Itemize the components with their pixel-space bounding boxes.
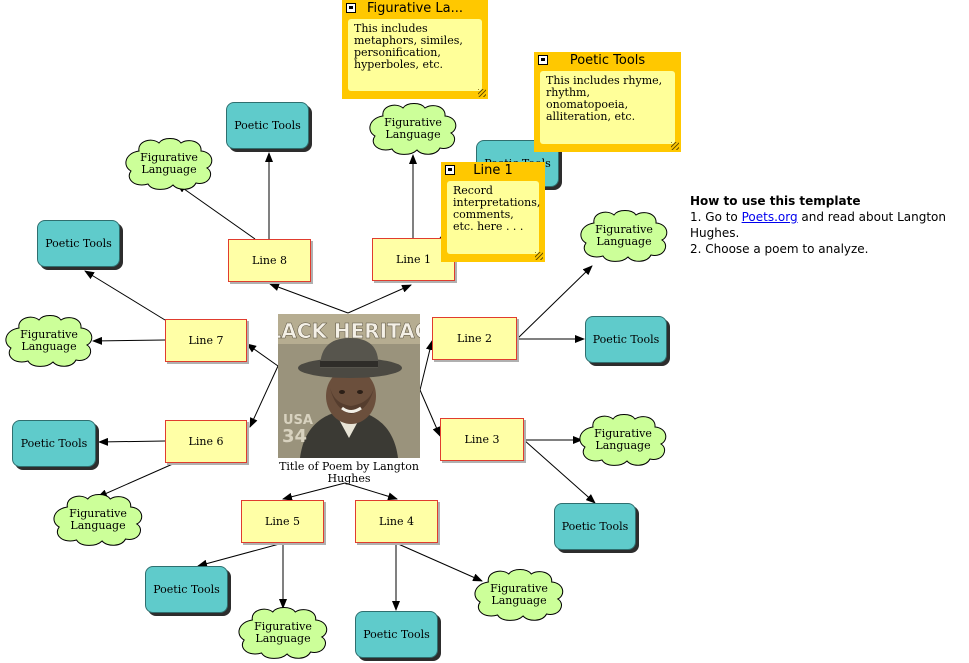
figurative-language-cloud[interactable]: Figurative Language (50, 493, 146, 547)
poem-title-caption: Title of Poem by Langton Hughes (279, 460, 419, 485)
note-close-icon[interactable] (445, 165, 455, 175)
poetic-tools-note[interactable]: Poetic Tools This includes rhyme, rhythm… (534, 52, 681, 152)
connector (419, 340, 434, 391)
line-label: Line 6 (188, 434, 224, 448)
poetic-tools-node[interactable]: Poetic Tools (355, 611, 438, 658)
note-body[interactable]: This includes rhyme, rhythm, onomatopoei… (540, 71, 675, 144)
note-title: Figurative La... (366, 1, 464, 16)
resize-grip-icon[interactable] (671, 142, 679, 150)
stamp-country: USA (283, 413, 313, 428)
poets-org-link[interactable]: Poets.org (741, 210, 798, 224)
figurative-language-cloud[interactable]: Figurative Language (122, 137, 216, 191)
connector (347, 284, 412, 314)
poetic-tools-node[interactable]: Poetic Tools (554, 503, 636, 550)
note-body[interactable]: Record interpretations, comments, etc. h… (447, 181, 540, 254)
poetic-tools-label: Poetic Tools (20, 436, 88, 450)
cloud-shape (5, 315, 93, 367)
line-label: Line 1 (396, 252, 431, 266)
poetic-tools-label: Poetic Tools (592, 332, 660, 346)
figurative-language-cloud[interactable]: Figurative Language (577, 209, 671, 263)
cloud-shape (369, 103, 457, 155)
connector (269, 283, 349, 314)
figurative-language-label: Figurative Language (594, 427, 652, 452)
connector (176, 183, 256, 240)
note-title: Line 1 (473, 163, 513, 178)
figurative-language-cloud[interactable]: Figurative Language (576, 413, 670, 467)
stamp-image: BLACK HERITAGE USA 34 (278, 314, 420, 458)
connector (246, 343, 279, 367)
step-1-prefix: 1. Go to (690, 210, 742, 224)
figurative-language-cloud[interactable]: Figurative Language (366, 102, 460, 156)
connector (84, 270, 166, 321)
connector (344, 482, 398, 501)
note-close-icon[interactable] (538, 55, 548, 65)
figurative-language-label: Figurative Language (140, 151, 198, 176)
line-3-node[interactable]: Line 3 (440, 418, 524, 461)
note-title: Poetic Tools (569, 53, 646, 68)
note-close-icon[interactable] (346, 3, 356, 13)
poet-portrait-stamp[interactable]: BLACK HERITAGE USA 34 (278, 314, 420, 458)
figurative-language-cloud[interactable]: Figurative Language (235, 606, 331, 660)
figurative-language-label: Figurative Language (254, 620, 312, 645)
line-4-node[interactable]: Line 4 (355, 500, 438, 543)
cloud-shape (125, 138, 213, 190)
step-1-suffix: and read about Langton Hughes. (690, 210, 946, 240)
poetic-tools-node[interactable]: Poetic Tools (12, 420, 96, 467)
figurative-language-label: Figurative Language (595, 223, 653, 248)
line-2-node[interactable]: Line 2 (432, 317, 517, 360)
figurative-language-cloud[interactable]: Figurative Language (471, 568, 567, 622)
line-6-node[interactable]: Line 6 (165, 420, 247, 463)
poetic-tools-node[interactable]: Poetic Tools (37, 220, 120, 267)
figurative-language-label: Figurative Language (490, 582, 548, 607)
connector (249, 365, 279, 428)
connector (282, 482, 346, 501)
poetic-tools-label: Poetic Tools (561, 519, 629, 533)
line-8-node[interactable]: Line 8 (228, 239, 311, 282)
instructions-step-1: 1. Go to Poets.org and read about Langto… (690, 209, 965, 241)
figurative-language-note[interactable]: Figurative La... This includes metaphors… (342, 0, 488, 99)
connector (395, 542, 483, 582)
poetic-tools-node[interactable]: Poetic Tools (145, 566, 228, 613)
connector (516, 265, 593, 340)
line-5-node[interactable]: Line 5 (241, 500, 324, 543)
cloud-shape (474, 569, 564, 621)
poetic-tools-label: Poetic Tools (45, 236, 112, 250)
poetic-tools-label: Poetic Tools (363, 627, 430, 641)
connector (197, 542, 284, 568)
instructions-title: How to use this template (690, 194, 861, 208)
cloud-shape (53, 494, 143, 546)
connector (419, 389, 441, 437)
figurative-language-cloud[interactable]: Figurative Language (2, 314, 96, 368)
connector (97, 462, 176, 498)
figurative-language-label: Figurative Language (69, 507, 127, 532)
line-label: Line 2 (457, 331, 492, 345)
line-label: Line 8 (252, 253, 287, 267)
line-7-node[interactable]: Line 7 (165, 319, 247, 362)
connector (98, 437, 166, 446)
line-label: Line 4 (379, 514, 414, 528)
note-body[interactable]: This includes metaphors, similes, person… (348, 19, 482, 91)
cloud-shape (580, 210, 668, 262)
resize-grip-icon[interactable] (478, 89, 486, 97)
connector (92, 336, 166, 345)
line-label: Line 5 (265, 514, 300, 528)
line-label: Line 7 (188, 333, 224, 347)
cloud-shape (238, 607, 328, 659)
connector (523, 439, 596, 504)
stamp-value: 34 (282, 426, 307, 447)
poetic-tools-label: Poetic Tools (153, 582, 220, 596)
instructions-panel: How to use this template 1. Go to Poets.… (690, 193, 965, 257)
poetic-tools-label: Poetic Tools (234, 118, 301, 132)
figurative-language-label: Figurative Language (384, 116, 442, 141)
instructions-step-2: 2. Choose a poem to analyze. (690, 242, 869, 256)
poetic-tools-node[interactable]: Poetic Tools (585, 316, 667, 363)
cloud-shape (579, 414, 667, 466)
poetic-tools-node[interactable]: Poetic Tools (226, 102, 309, 149)
resize-grip-icon[interactable] (535, 252, 543, 260)
figurative-language-label: Figurative Language (20, 328, 78, 353)
line-label: Line 3 (464, 432, 500, 446)
line-1-note[interactable]: Line 1 Record interpretations, comments,… (441, 162, 545, 262)
